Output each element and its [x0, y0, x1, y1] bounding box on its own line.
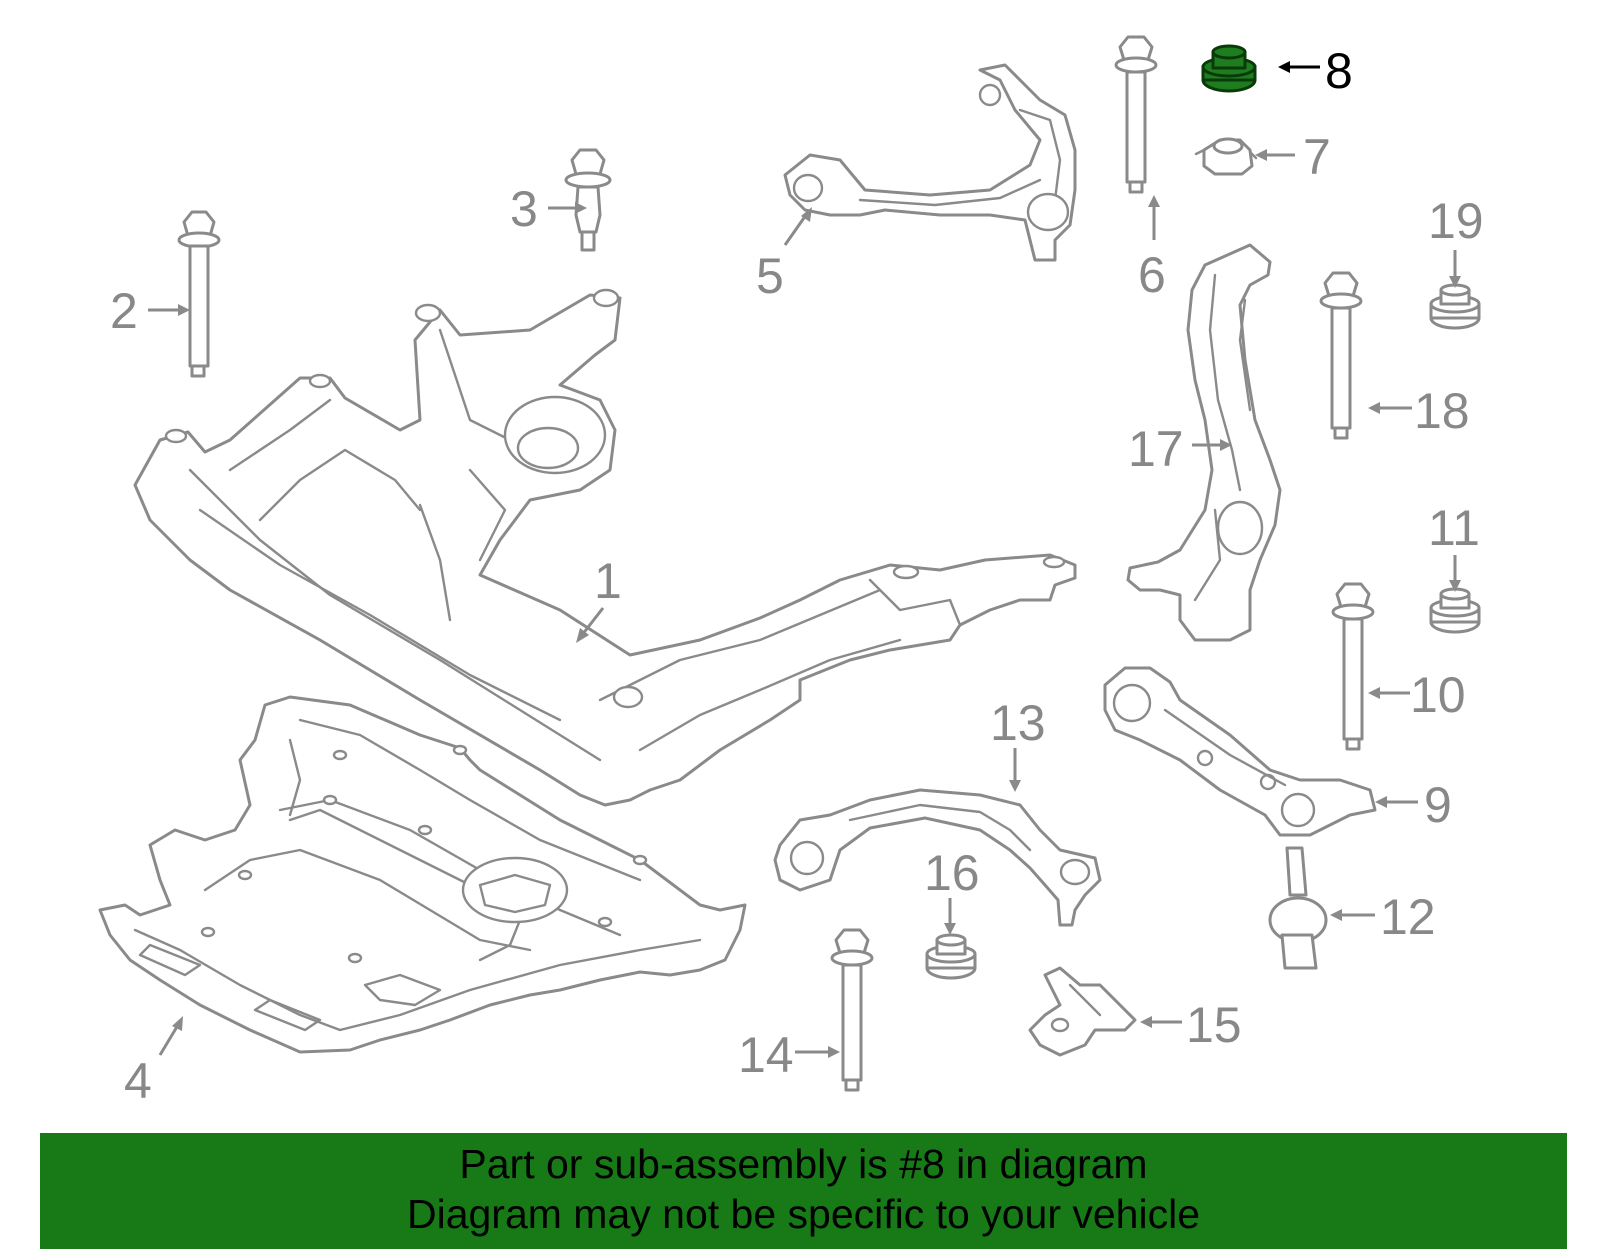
part-12-ball-joint[interactable]: [1268, 846, 1328, 970]
part-1-subframe[interactable]: [133, 288, 1077, 807]
callout-11[interactable]: 11: [1428, 500, 1480, 556]
part-9-lower-arm[interactable]: [1103, 666, 1377, 837]
part-11-nut[interactable]: [1429, 587, 1481, 634]
callout-15[interactable]: 15: [1186, 997, 1242, 1053]
callout-6[interactable]: 6: [1138, 247, 1166, 303]
part-19-nut[interactable]: [1429, 283, 1481, 330]
callout-7[interactable]: 7: [1303, 129, 1331, 185]
callout-9[interactable]: 9: [1424, 777, 1452, 833]
callout-13[interactable]: 13: [990, 695, 1046, 751]
callout-17[interactable]: 17: [1128, 421, 1184, 477]
callout-4[interactable]: 4: [124, 1053, 152, 1109]
callout-3[interactable]: 3: [510, 181, 538, 237]
callout-1[interactable]: 1: [594, 553, 622, 609]
part-5-upper-control-arm[interactable]: [783, 63, 1077, 262]
callout-10[interactable]: 10: [1410, 667, 1466, 723]
part-7-mount[interactable]: [1194, 137, 1258, 176]
banner-line-1: Part or sub-assembly is #8 in diagram: [459, 1141, 1148, 1187]
part-10-bolt[interactable]: [1331, 582, 1375, 751]
callout-14[interactable]: 14: [738, 1027, 794, 1083]
callout-19[interactable]: 19: [1428, 193, 1484, 249]
part-13-arm[interactable]: [773, 788, 1102, 927]
part-14-bolt[interactable]: [830, 928, 874, 1092]
part-3-bolt[interactable]: [564, 148, 612, 252]
leader-arrows: [148, 61, 1461, 1058]
callout-8[interactable]: 8: [1325, 43, 1353, 99]
part-17-knuckle[interactable]: [1126, 243, 1282, 642]
part-6-bolt[interactable]: [1114, 35, 1158, 194]
part-15-bracket[interactable]: [1028, 966, 1137, 1057]
parts-diagram: 1 2 3 4 5 6 7 8 9 10 11 12 13 14 15 16 1…: [98, 35, 1484, 1109]
callout-labels: 1 2 3 4 5 6 7 8 9 10 11 12 13 14 15 16 1…: [110, 43, 1484, 1109]
callout-18[interactable]: 18: [1414, 383, 1470, 439]
banner-line-2: Diagram may not be specific to your vehi…: [406, 1191, 1200, 1237]
callout-2[interactable]: 2: [110, 283, 138, 339]
part-8-nut[interactable]: [1201, 44, 1257, 93]
part-18-bolt[interactable]: [1319, 271, 1363, 440]
callout-5[interactable]: 5: [756, 248, 784, 304]
part-2-bolt[interactable]: [177, 210, 221, 378]
callout-12[interactable]: 12: [1380, 889, 1436, 945]
part-4-splash-shield[interactable]: [98, 695, 747, 1054]
part-16-nut[interactable]: [925, 933, 977, 980]
info-banner: Part or sub-assembly is #8 in diagram Di…: [40, 1133, 1567, 1249]
callout-16[interactable]: 16: [924, 845, 980, 901]
